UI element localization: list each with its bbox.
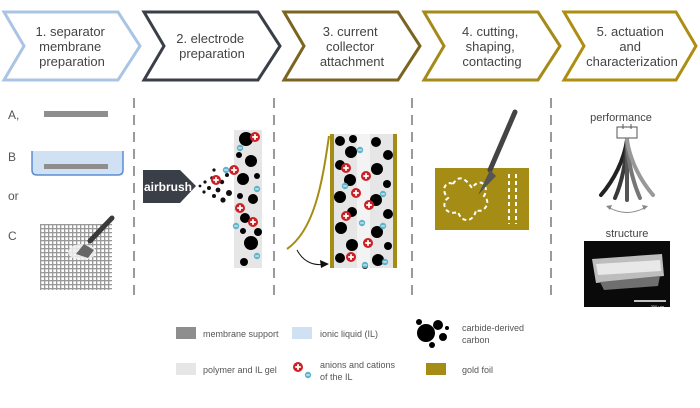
membrane-mesh-c xyxy=(40,224,112,290)
membrane-strip-a xyxy=(44,111,108,117)
ionic-liquid-bath xyxy=(31,151,124,176)
gold-foil-curl xyxy=(286,135,330,268)
legend-swatch-membrane xyxy=(176,327,196,339)
legend-swatch-ionic-liquid xyxy=(292,327,312,339)
actuator-bending-icon xyxy=(599,124,655,213)
airbrush-label: airbrush xyxy=(144,180,192,194)
step-header-2: 2. electrode preparation xyxy=(141,10,282,82)
method-or-label: or xyxy=(8,189,19,203)
step-header-1: 1. separator membrane preparation xyxy=(1,10,142,82)
legend-gold-label: gold foil xyxy=(462,365,493,375)
legend-ions-icon xyxy=(293,362,312,379)
step-header-5: 5. actuation and characterization xyxy=(561,10,698,82)
svg-text:3. current collector: 3. current collector attachment xyxy=(320,24,385,69)
scale-bar-label: 200 µm xyxy=(651,304,665,309)
scalpel-icon xyxy=(478,109,518,195)
airbrush-nozzle: airbrush xyxy=(143,170,196,203)
performance-label: performance xyxy=(590,112,652,124)
legend: membrane support ionic liquid (IL) carbi… xyxy=(176,319,527,382)
gold-foil-sheet xyxy=(435,168,529,230)
method-b-label: B xyxy=(8,150,16,164)
sem-micrograph: 200 µm xyxy=(584,241,670,309)
svg-text:2. electrode preparation: 2. electrode preparation xyxy=(176,31,248,61)
structure-label: structure xyxy=(606,228,649,240)
legend-cdc-icon xyxy=(416,319,449,348)
legend-ions-label: anions and cations of the IL xyxy=(320,360,398,382)
svg-text:1. separator membrane: 1. separator membrane preparation xyxy=(36,24,109,69)
legend-swatch-gel xyxy=(176,363,196,375)
spray-particles xyxy=(198,168,232,203)
electrode-layer-growing xyxy=(211,130,262,268)
method-labels: A, B or C xyxy=(8,108,19,243)
method-a-label: A, xyxy=(8,108,19,122)
svg-text:4. cutting, shaping,: 4. cutting, shaping, contacting xyxy=(462,24,522,69)
method-c-label: C xyxy=(8,229,17,243)
step-header-3: 3. current collector attachment xyxy=(281,10,422,82)
legend-cdc-label: carbide-derived carbon xyxy=(462,323,527,345)
legend-membrane-label: membrane support xyxy=(203,329,279,339)
svg-text:5. actuation and c: 5. actuation and characterization xyxy=(586,24,678,69)
legend-ionic-liquid-label: ionic liquid (IL) xyxy=(320,329,378,339)
legend-swatch-gold xyxy=(426,363,446,375)
step-header-4: 4. cutting, shaping, contacting xyxy=(421,10,562,82)
electrode-stack xyxy=(330,134,397,269)
legend-gel-label: polymer and IL gel xyxy=(203,365,277,375)
paint-brush-icon xyxy=(76,215,115,258)
